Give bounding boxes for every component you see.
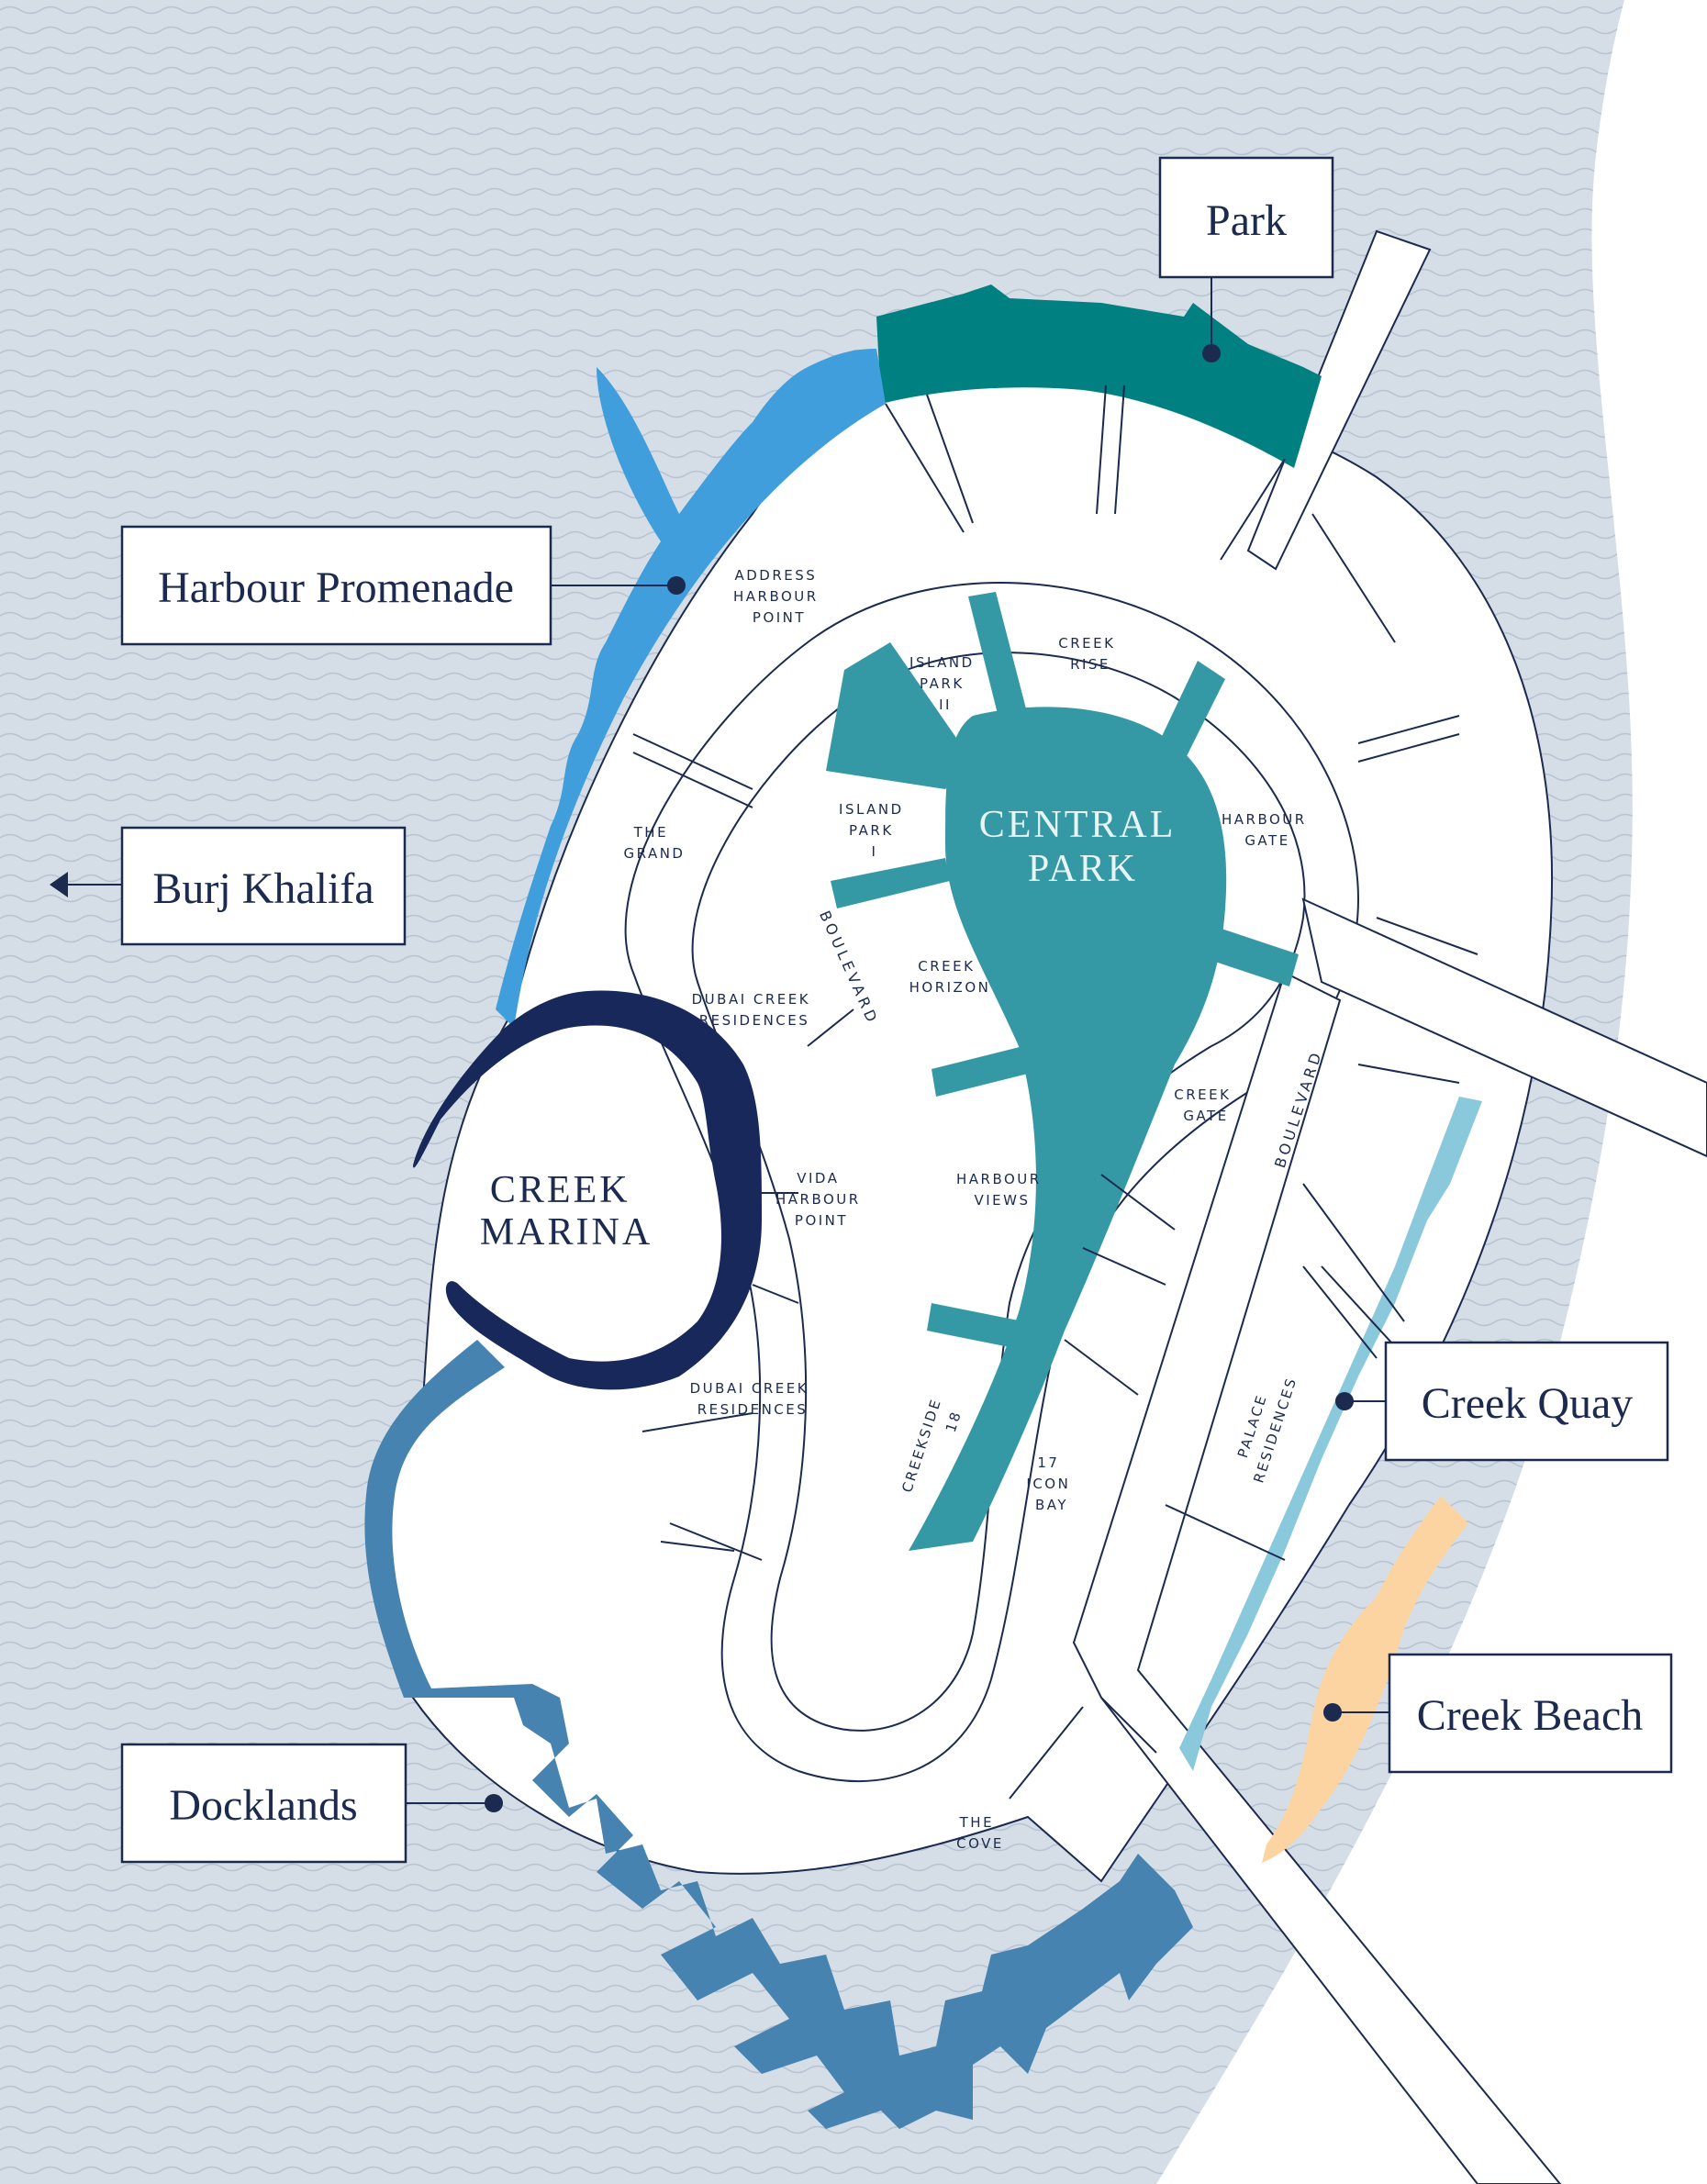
- central-park-spoke-7: [927, 1303, 1046, 1354]
- plot-label-island-park-i: ISLAND PARK I: [839, 801, 910, 860]
- plot-label-creek-rise: CREEK RISE: [1058, 635, 1121, 673]
- central-park-area[interactable]: [909, 707, 1227, 1551]
- creek-beach-marker-icon: [1323, 1703, 1342, 1722]
- callout-docklands[interactable]: Docklands: [120, 1743, 503, 1864]
- callout-creek-beach[interactable]: Creek Beach: [1323, 1653, 1673, 1774]
- callout-park[interactable]: Park: [1158, 156, 1334, 362]
- callout-park-text: Park: [1206, 196, 1287, 245]
- plot-label-harbour-gate: HARBOUR GATE: [1222, 811, 1313, 849]
- callout-burj-khalifa[interactable]: Burj Khalifa: [50, 826, 407, 946]
- central-park-label: CENTRAL PARK: [979, 804, 1188, 890]
- plot-label-vida-harbour-point: VIDA HARBOUR POINT: [775, 1170, 867, 1229]
- plot-label-17-icon-bay: 17 ICON BAY: [1026, 1454, 1077, 1513]
- callout-harbour-promenade-text: Harbour Promenade: [158, 563, 514, 612]
- central-park-spoke-4: [831, 858, 950, 908]
- callout-creek-quay-text: Creek Quay: [1422, 1379, 1634, 1428]
- plot-dividers: [632, 384, 1478, 1800]
- creek-beach-area[interactable]: [1262, 1496, 1468, 1863]
- plot-label-dubai-creek-residences-south: DUBAI CREEK RESIDENCES: [690, 1380, 816, 1418]
- plot-label-creek-horizon: CREEK HORIZON: [909, 958, 991, 996]
- creek-marina-label: CREEK MARINA: [480, 1169, 653, 1254]
- central-park-spoke-3: [826, 642, 973, 789]
- connector-east: [1301, 897, 1707, 1158]
- plot-label-creek-gate: CREEK GATE: [1174, 1086, 1237, 1124]
- plot-label-island-park-ii: ISLAND PARK II: [909, 654, 981, 713]
- mainland-east: [1156, 0, 1707, 2184]
- docklands-area[interactable]: [364, 1340, 1194, 2129]
- callout-burj-khalifa-text: Burj Khalifa: [152, 864, 374, 913]
- central-park-spoke-5: [1207, 927, 1299, 986]
- creek-quay-marker-icon: [1335, 1392, 1354, 1410]
- creek-quay-area[interactable]: [1179, 1097, 1482, 1771]
- central-park-spoke-6: [932, 1042, 1046, 1097]
- highway-south: [1072, 971, 1562, 2184]
- park-marker-icon: [1202, 344, 1221, 362]
- harbour-promenade-area[interactable]: [496, 349, 886, 1028]
- harbour-promenade-marker-icon: [667, 576, 686, 595]
- plot-label-harbour-views: HARBOUR VIEWS: [956, 1171, 1048, 1209]
- callout-docklands-text: Docklands: [169, 1781, 357, 1830]
- central-park-spoke-1: [968, 592, 1028, 725]
- docklands-marker-icon: [485, 1794, 503, 1812]
- plot-label-address-harbour-point: ADDRESS HARBOUR POINT: [733, 567, 825, 626]
- park-area[interactable]: [876, 284, 1322, 468]
- callout-creek-quay[interactable]: Creek Quay: [1335, 1341, 1669, 1462]
- callout-harbour-promenade[interactable]: Harbour Promenade: [120, 525, 686, 646]
- central-park-spoke-2: [1156, 661, 1225, 762]
- plot-label-dubai-creek-residences-north: DUBAI CREEK RESIDENCES: [692, 991, 818, 1029]
- callout-creek-beach-text: Creek Beach: [1417, 1691, 1644, 1740]
- plot-label-the-cove: THE COVE: [956, 1814, 1004, 1852]
- arrow-left-icon: [50, 872, 68, 897]
- plot-label-the-grand: THE GRAND: [624, 824, 686, 862]
